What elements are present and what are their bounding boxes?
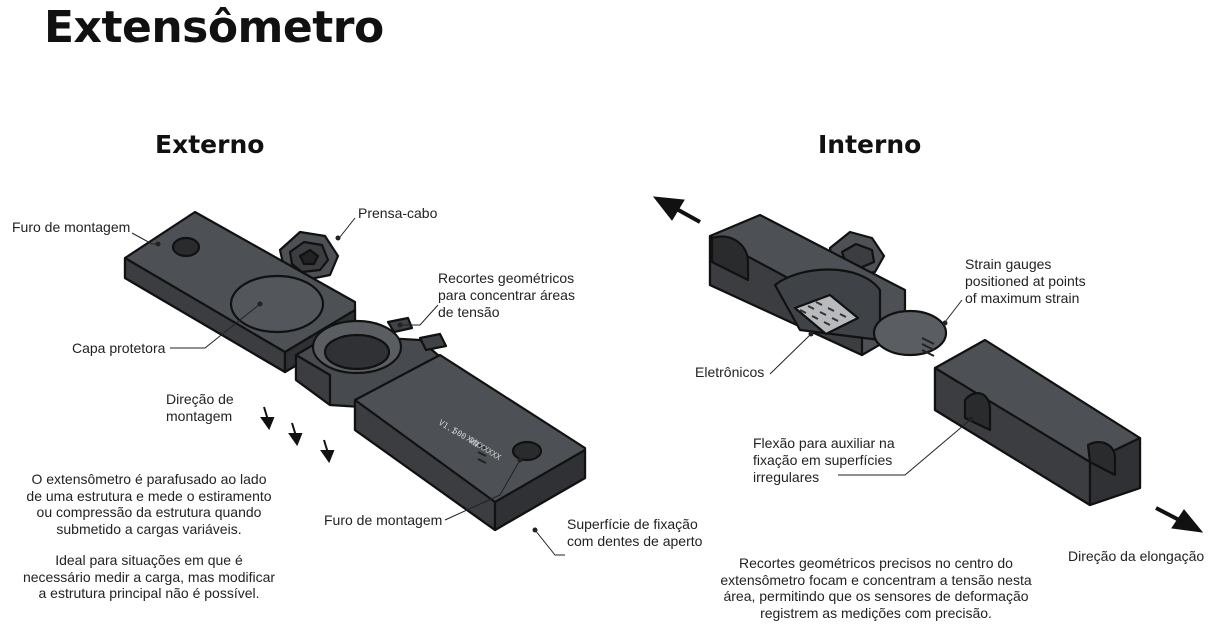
mounting-direction-arrows [260, 406, 335, 464]
protective-cap [229, 274, 325, 334]
label-mounting-hole-top: Furo de montagem [12, 219, 131, 235]
label-elongation-direction: Direção da elongação [1068, 548, 1205, 564]
page-title: Extensômetro [44, 2, 384, 53]
label-protective-cap: Capa protetora [72, 340, 166, 356]
leader-lines-left [131, 217, 565, 556]
strain-gauge [921, 337, 935, 357]
mounting-hole-bottom [511, 440, 543, 462]
label-cable-gland: Prensa-cabo [358, 205, 438, 221]
mounting-hole-top [171, 236, 201, 258]
external-right-block [353, 353, 587, 532]
externo-heading: Externo [155, 130, 265, 159]
label-electronics: Eletrônicos [695, 364, 765, 380]
internal-right-block [933, 338, 1142, 507]
internal-view [708, 213, 1142, 507]
elongation-arrows [652, 196, 1204, 533]
label-mounting-hole-bottom: Furo de montagem [324, 512, 443, 528]
description-internal: Recortes geométricos precisos no centro … [720, 555, 1032, 621]
electronics-board [793, 293, 860, 336]
internal-cutaway [773, 268, 948, 357]
interno-heading: Interno [818, 130, 922, 159]
leader-lines-right [769, 299, 974, 476]
external-view [123, 210, 587, 532]
